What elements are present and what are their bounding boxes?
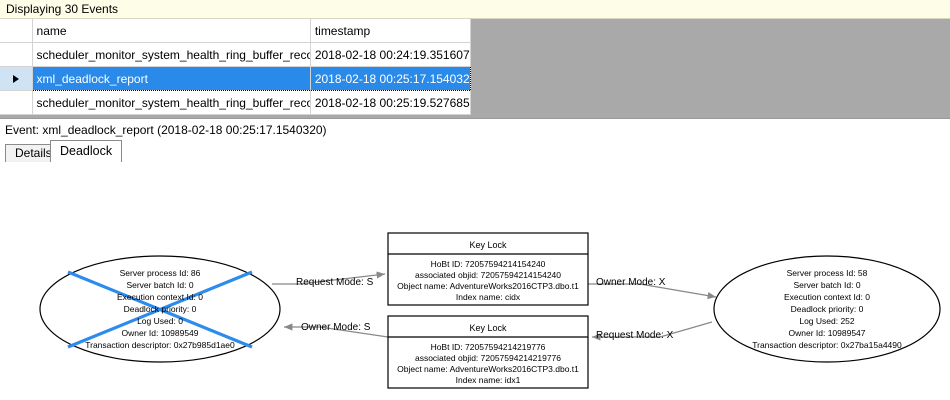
row-selector-header [0,19,33,43]
resource-bottom-line-3: Index name: idx1 [456,375,521,385]
cell-timestamp[interactable]: 2018-02-18 00:25:19.5276859 [310,90,472,115]
cell-name[interactable]: scheduler_monitor_system_health_ring_buf… [32,90,311,115]
column-header-timestamp[interactable]: timestamp [310,19,472,43]
process-right-line-4: Log Used: 252 [799,316,855,326]
resource-bottom-title: Key Lock [469,323,507,333]
edge-left-requests-top: Request Mode: S [272,271,386,288]
edge-label-bottom-owned-by-left: Owner Mode: S [301,322,371,333]
resource-top-line-1: associated objid: 72057594214154240 [415,270,561,280]
cell-timestamp[interactable]: 2018-02-18 00:25:17.1540320 [310,66,472,91]
resource-top-line-0: HoBt ID: 72057594214154240 [431,259,546,269]
resource-top-title: Key Lock [469,240,507,250]
deadlock-graph-canvas[interactable]: top key lock --> Request Mode: S right p… [0,162,950,400]
row-selector-cell[interactable] [0,66,33,91]
process-left-line-2: Execution context Id: 0 [117,292,203,302]
resource-node-key-lock-bottom[interactable]: Key Lock HoBt ID: 72057594214219776 asso… [387,315,589,389]
resource-top-line-2: Object name: AdventureWorks2016CTP3.dbo.… [397,281,579,291]
column-header-name[interactable]: name [32,19,311,43]
process-node-right[interactable]: Server process Id: 58 Server batch Id: 0… [713,255,941,363]
row-selector-cell[interactable] [0,42,33,67]
displaying-events-status-bar: Displaying 30 Events [0,0,950,19]
resource-top-line-3: Index name: cidx [456,292,521,302]
process-left-line-0: Server process Id: 86 [120,268,201,278]
process-left-line-3: Deadlock priority: 0 [124,304,197,314]
deadlock-victim-x-icon [67,270,253,349]
events-grid-header-row: name timestamp [0,19,472,43]
displaying-events-label: Displaying 30 Events [6,2,119,16]
events-grid-container[interactable]: name timestamp scheduler_monitor_system_… [0,19,950,119]
process-right-line-1: Server batch Id: 0 [793,280,860,290]
cell-name[interactable]: scheduler_monitor_system_health_ring_buf… [32,42,311,67]
edge-bottom-owned-by-left: Owner Mode: S [284,322,389,338]
current-row-arrow-icon [12,74,19,83]
process-left-line-5: Owner Id: 10989549 [121,328,198,338]
resource-bottom-line-2: Object name: AdventureWorks2016CTP3.dbo.… [397,364,579,374]
process-right-line-2: Execution context Id: 0 [784,292,870,302]
event-detail-title: Event: xml_deadlock_report (2018-02-18 0… [5,122,327,137]
process-left-line-4: Log Used: 0 [137,316,183,326]
table-row[interactable]: scheduler_monitor_system_health_ring_buf… [0,90,472,115]
edge-label-top-owned-by-right: Owner Mode: X [596,277,666,288]
cell-name[interactable]: xml_deadlock_report [31,66,311,91]
events-grid[interactable]: name timestamp scheduler_monitor_system_… [0,19,472,115]
edge-right-requests-bottom: Request Mode: X [592,321,713,341]
edge-label-left-requests-top: Request Mode: S [296,277,374,288]
table-row[interactable]: scheduler_monitor_system_health_ring_buf… [0,42,472,67]
deadlock-graph-svg: top key lock --> Request Mode: S right p… [39,232,941,389]
process-right-line-0: Server process Id: 58 [787,268,868,278]
row-selector-cell[interactable] [0,90,33,115]
cell-timestamp[interactable]: 2018-02-18 00:24:19.3516078 [310,42,472,67]
event-detail-header: Event: xml_deadlock_report (2018-02-18 0… [0,120,950,139]
resource-node-key-lock-top[interactable]: Key Lock HoBt ID: 72057594214154240 asso… [387,232,589,306]
process-left-line-6: Transaction descriptor: 0x27b985d1ae0 [85,340,235,350]
process-right-line-3: Deadlock priority: 0 [791,304,864,314]
process-node-left[interactable]: Server process Id: 86 Server batch Id: 0… [39,255,281,363]
process-right-line-6: Transaction descriptor: 0x27ba15a4490 [752,340,902,350]
edge-top-owned-by-right: Owner Mode: X [588,277,717,300]
resource-bottom-line-1: associated objid: 72057594214219776 [415,353,561,363]
process-left-line-1: Server batch Id: 0 [126,280,193,290]
tab-deadlock[interactable]: Deadlock [50,140,123,163]
resource-bottom-line-0: HoBt ID: 72057594214219776 [431,342,546,352]
detail-tabstrip: Details Deadlock [0,140,950,163]
edge-label-right-requests-bottom: Request Mode: X [596,330,674,341]
process-right-line-5: Owner Id: 10989547 [788,328,865,338]
table-row[interactable]: xml_deadlock_report 2018-02-18 00:25:17.… [0,66,472,91]
